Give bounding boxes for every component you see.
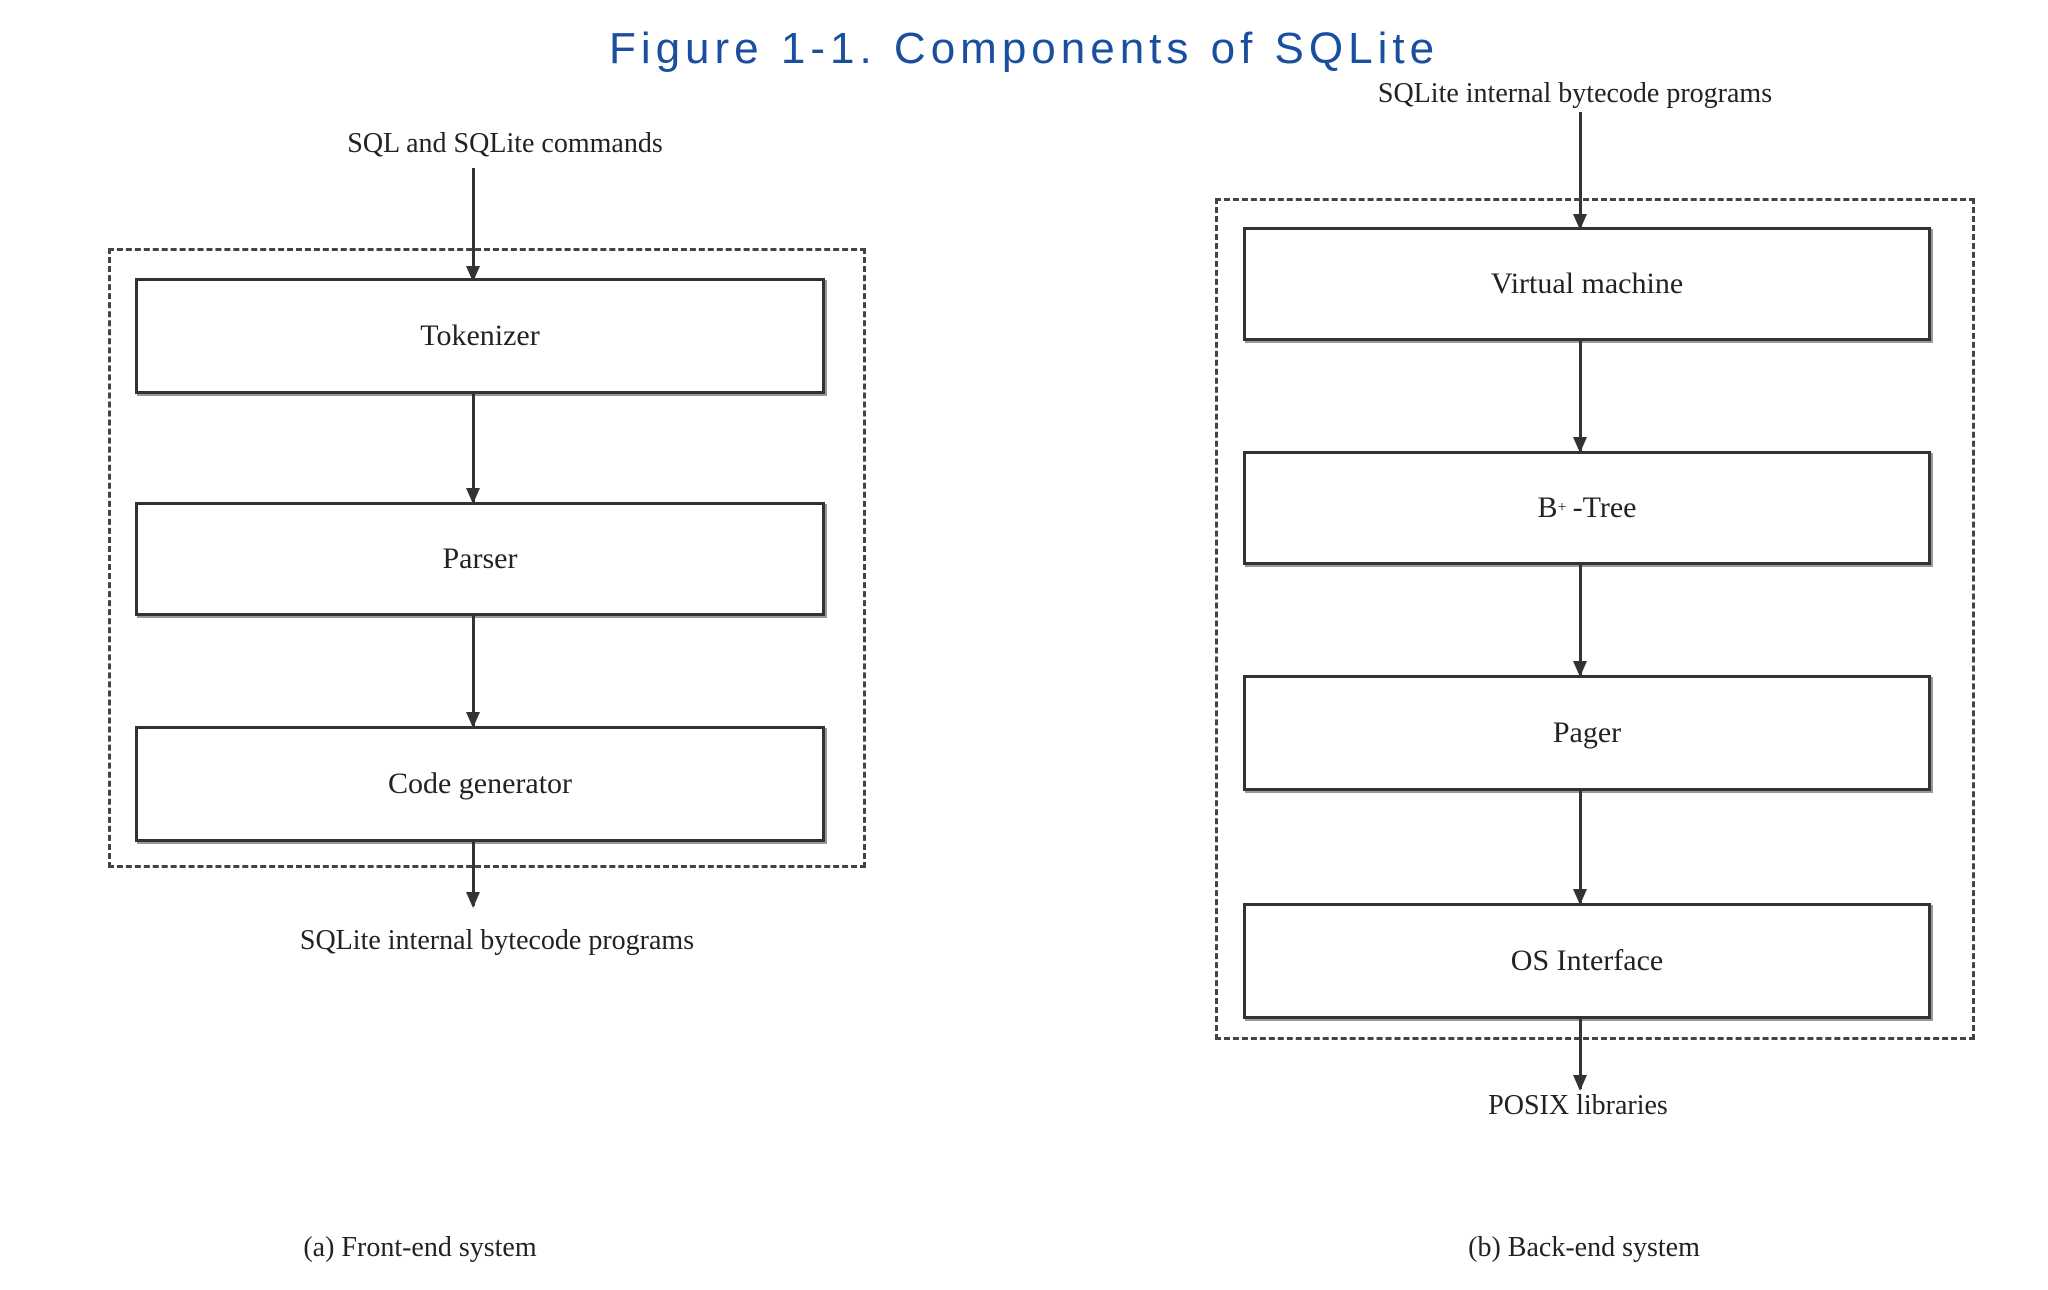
back-end-output-arrow: [1573, 1019, 1587, 1091]
front-end-boundary: [108, 248, 866, 868]
front-end-input-label: SQL and SQLite commands: [347, 128, 663, 159]
btree-to-pager-arrow: [1573, 565, 1587, 677]
parser-box: Parser: [135, 502, 825, 616]
back-end-subcaption: (b) Back-end system: [1468, 1232, 1700, 1263]
tokenizer-to-parser-arrow: [466, 394, 480, 504]
back-end-input-arrow: [1573, 112, 1587, 230]
btree-label-tree: -Tree: [1572, 491, 1637, 524]
back-end-boundary: [1215, 198, 1975, 1040]
front-end-output-arrow: [466, 842, 480, 908]
back-end-input-label: SQLite internal bytecode programs: [1377, 78, 1773, 109]
figure-caption: Figure 1-1. Components of SQLite: [608, 24, 1440, 73]
tokenizer-box: Tokenizer: [135, 278, 825, 394]
virtual-machine-box: Virtual machine: [1243, 227, 1931, 341]
btree-label-b: B: [1537, 491, 1558, 524]
btree-box: B+ -Tree: [1243, 451, 1931, 565]
front-end-output-label: SQLite internal bytecode programs: [299, 925, 695, 956]
parser-to-codegen-arrow: [466, 616, 480, 728]
back-end-output-label: POSIX libraries: [1488, 1090, 1668, 1121]
front-end-subcaption: (a) Front-end system: [303, 1232, 537, 1263]
os-interface-box: OS Interface: [1243, 903, 1931, 1019]
btree-superscript: +: [1557, 499, 1567, 516]
vm-to-btree-arrow: [1573, 341, 1587, 453]
pager-box: Pager: [1243, 675, 1931, 791]
code-generator-box: Code generator: [135, 726, 825, 842]
pager-to-os-arrow: [1573, 791, 1587, 905]
